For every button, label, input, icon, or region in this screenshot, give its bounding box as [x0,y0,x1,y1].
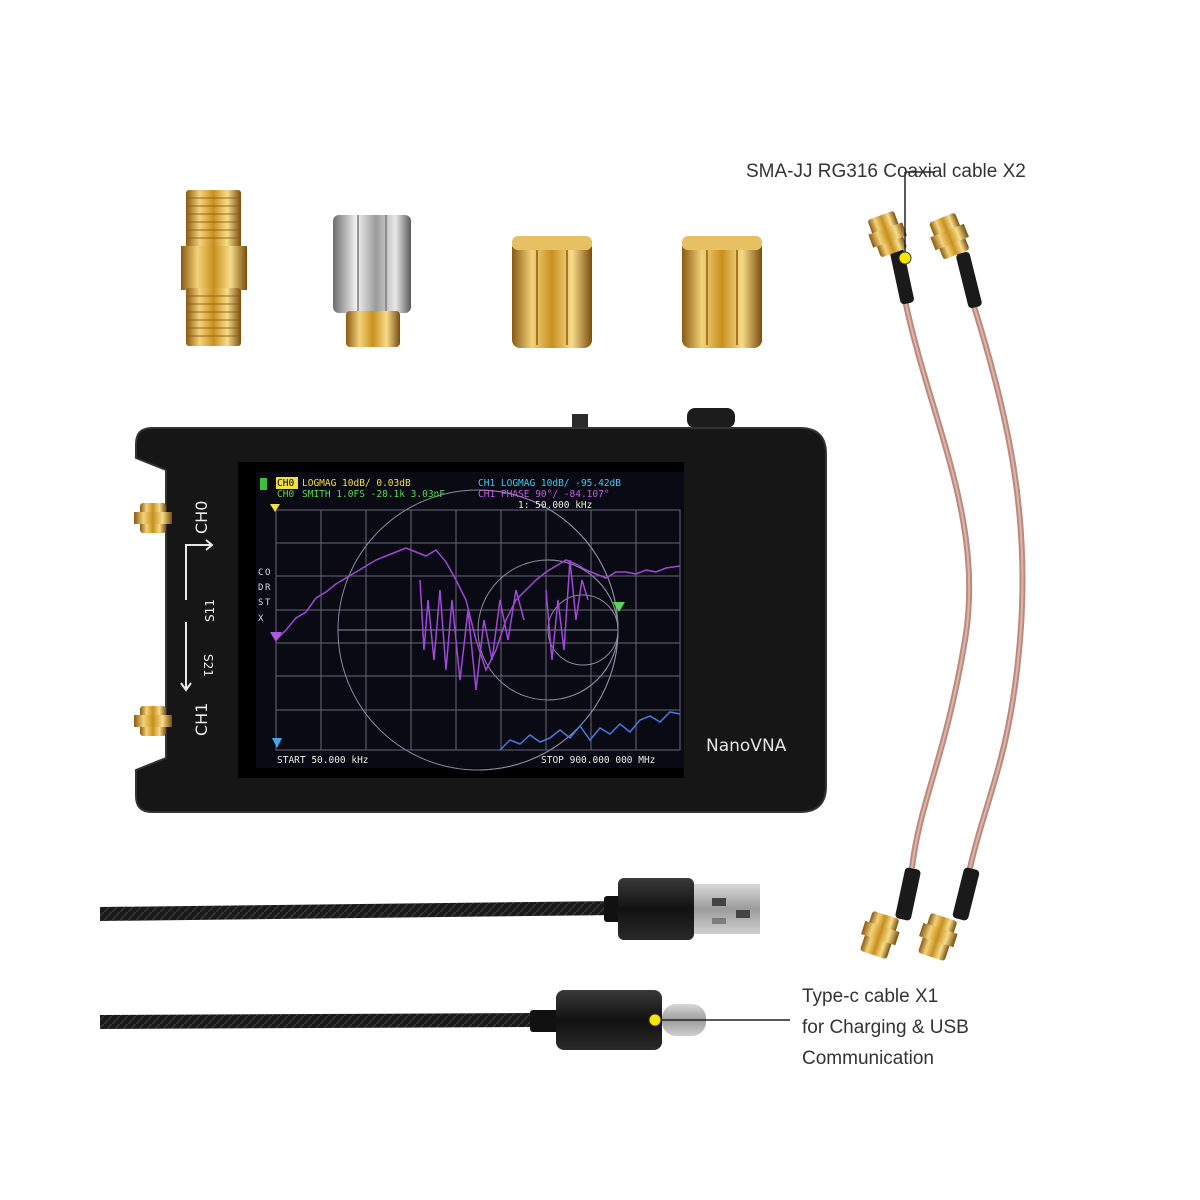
trace3-info: CH1 PHASE 90°/ -84.107° [478,489,610,500]
trace-purple [275,547,681,691]
trace2-info: CH1 LOGMAG 10dB/ -95.42dB [478,478,621,489]
coax-cable-left [860,211,973,959]
side-menu-o: O [265,568,270,578]
side-menu-t: T [265,598,271,608]
s21-label: S21 [201,654,215,677]
coax-cable-right [918,213,1026,961]
trace1-label: CH0 [277,489,294,500]
typec-callout-line2: for Charging & USB [802,1017,969,1038]
usb-type-c-cable [99,878,760,1050]
trace-blue [499,711,681,751]
signal-flow-arrows [180,539,214,692]
sma-female-adapter [181,190,247,346]
marker-readout: 1: 50.000 kHz [518,500,592,511]
side-menu-d: D [258,583,263,593]
port-ch1-label: CH1 [192,703,211,736]
side-menu-c: C [258,568,263,578]
screen-footer: START 50.000 kHz STOP 900.000 000 MHz [277,755,655,766]
ch0-sma-port [134,503,172,533]
coax-cable-callout: SMA-JJ RG316 Coaxial cable X2 [746,161,1026,182]
smith-chart [337,489,619,771]
lcd-screen [256,472,684,768]
start-frequency: START 50.000 kHz [277,755,369,766]
screen-header: CH0 LOGMAG 10dB/ 0.03dB CH0 SMITH 1.0FS … [260,477,621,511]
trace-markers [270,504,625,748]
side-menu-r: R [265,583,271,593]
typec-callout: Type-c cable X1 for Charging & USB Commu… [802,981,969,1074]
silver-sma-load [333,215,411,347]
trace0-info: LOGMAG 10dB/ 0.03dB [302,478,411,489]
coax-callout-pointer [898,171,935,265]
stop-frequency: STOP 900.000 000 MHz [541,755,655,766]
typec-callout-pointer [648,1013,790,1027]
gold-sma-cap-1 [512,236,592,348]
typec-callout-line3: Communication [802,1048,934,1069]
nanovna-device [134,408,827,813]
ch1-sma-port [134,706,172,736]
s11-label: S11 [203,599,217,622]
side-menu-s: S [258,598,263,608]
trace1-info: SMITH 1.0FS -28.1k 3.03nF [302,489,445,500]
brand-label: NanoVNA [706,736,787,756]
trace0-label: CH0 [277,478,294,489]
side-menu-x: X [258,614,264,624]
screen-side-menu: C O D R S T X [258,568,271,624]
typec-callout-line1: Type-c cable X1 [802,986,939,1007]
gold-sma-cap-2 [682,236,762,348]
port-ch0-label: CH0 [192,501,211,534]
